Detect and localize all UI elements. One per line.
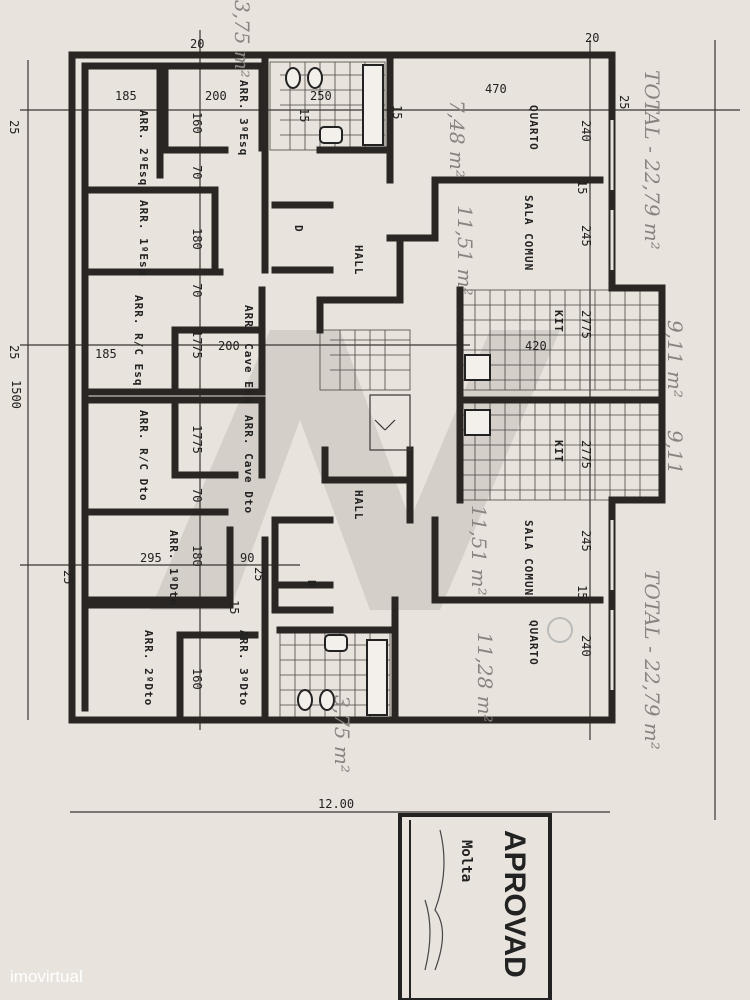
handwritten-note: 11,51 m² xyxy=(467,505,491,596)
handwritten-note: TOTAL - 22,79 m² xyxy=(640,570,664,750)
handwritten-note: TOTAL - 22,79 m² xyxy=(640,70,664,250)
room-label: HALL xyxy=(352,490,365,521)
dimension: 200 xyxy=(218,339,240,353)
dimension: 15 xyxy=(297,108,311,122)
handwritten-note: 7,48 m² xyxy=(445,100,469,178)
room-label: ARR. 1ºDto xyxy=(167,530,180,606)
dimension: 185 xyxy=(115,89,137,103)
room-label: ARR. 1ºEsq xyxy=(137,200,150,276)
room-label: ARR. 2ºDto xyxy=(142,630,155,706)
dimension: 240 xyxy=(579,635,593,657)
approval-stamp: APROVAD Molta xyxy=(398,813,552,1000)
dimension: 25 xyxy=(252,567,266,581)
handwritten-note: 3,75 m² xyxy=(330,695,354,773)
room-label: D xyxy=(292,225,305,233)
room-label: QUARTO xyxy=(527,620,540,666)
dimension: 20 xyxy=(585,31,599,45)
room-label: ARR. R/C Esq xyxy=(132,295,145,386)
dimension: 15 xyxy=(390,105,404,119)
dimension: 180 xyxy=(190,228,204,250)
handwritten-note: 11,51 m² xyxy=(453,205,477,296)
room-label: ARR. 3ºDto xyxy=(237,630,250,706)
room-label: SALA COMUN xyxy=(522,520,535,596)
dimension: 240 xyxy=(579,120,593,142)
dimension: 15 xyxy=(575,585,589,599)
dimension: 90 xyxy=(240,551,254,565)
dimension: 160 xyxy=(190,668,204,690)
dimension: 1775 xyxy=(190,330,204,359)
sanitary-fixtures xyxy=(285,64,491,716)
room-label: QUARTO xyxy=(527,105,540,151)
dimension: 245 xyxy=(579,530,593,552)
room-label: ARR. Cave Esq xyxy=(242,305,255,404)
dimension: 1500 xyxy=(9,380,23,409)
dimension: 25 xyxy=(617,95,631,109)
walls xyxy=(68,51,666,724)
room-labels: ARR. 3ºEsq ARR. 2ºEsq ARR. 1ºEsq ARR. R/… xyxy=(132,80,565,706)
handwritten-note: 9,11 m² xyxy=(663,320,687,398)
room-label: ARR. R/C Dto xyxy=(137,410,150,501)
handwritten-note: 9,11 xyxy=(663,430,687,475)
dimension: 245 xyxy=(579,225,593,247)
dimension: 2775 xyxy=(579,310,593,339)
dimension: 185 xyxy=(95,347,117,361)
dimension: 295 xyxy=(140,551,162,565)
dimension: 470 xyxy=(485,82,507,96)
room-label: ARR. 3ºEsq xyxy=(237,80,250,156)
registered-mark xyxy=(547,617,573,643)
imovirtual-watermark: imovirtual xyxy=(10,967,83,986)
dimension: 70 xyxy=(190,488,204,502)
handwritten-note: 3,75 m² xyxy=(230,0,254,78)
dimension: 15 xyxy=(227,600,241,614)
dimension: 20 xyxy=(190,37,204,51)
dimension: 15 xyxy=(575,180,589,194)
dimension-labels: 185 200 250 470 240 245 2775 420 2775 24… xyxy=(7,31,631,811)
dimension: 250 xyxy=(310,89,332,103)
dimension: 180 xyxy=(190,545,204,567)
stamp-name: Molta xyxy=(458,840,474,882)
room-label: ARR. 2ºEsq xyxy=(137,110,150,186)
dimension: 25 xyxy=(7,120,21,134)
signature xyxy=(424,829,445,971)
dimension: 70 xyxy=(190,165,204,179)
dimension: 200 xyxy=(205,89,227,103)
room-label: HALL xyxy=(352,245,365,276)
dimension: 12.00 xyxy=(318,797,354,811)
dimension: 70 xyxy=(190,283,204,297)
room-label: D xyxy=(305,580,318,588)
dimension: 420 xyxy=(525,339,547,353)
stamp-title: APROVAD xyxy=(498,830,531,978)
room-label: ARR. Cave Dto xyxy=(242,415,255,514)
room-label: KIT xyxy=(552,440,565,463)
dimension: 160 xyxy=(190,112,204,134)
handwritten-note: 11,28 m² xyxy=(473,632,497,723)
dimension: 25 xyxy=(7,345,21,359)
stairs xyxy=(369,394,411,451)
room-label: KIT xyxy=(552,310,565,333)
room-label: SALA COMUN xyxy=(522,195,535,271)
dimension: 2775 xyxy=(579,440,593,469)
dimension: 1775 xyxy=(190,425,204,454)
handwritten-notes: TOTAL - 22,79 m² TOTAL - 22,79 m² 11,51 … xyxy=(230,0,687,773)
dimension: 25 xyxy=(61,570,75,584)
